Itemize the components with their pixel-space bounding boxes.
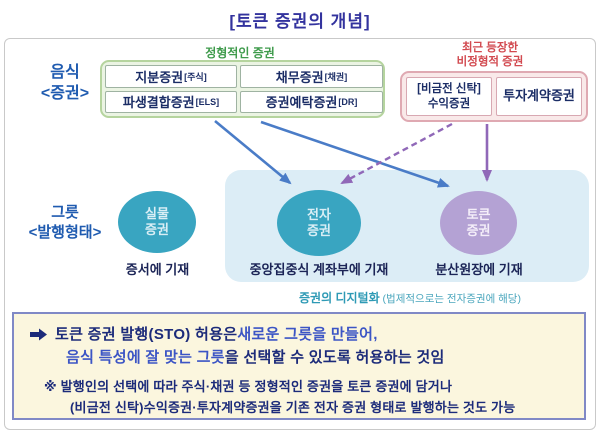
formal-item-name: 지분증권: [135, 69, 184, 85]
formal-item: 채무증권[채권]: [240, 65, 383, 88]
atypical-item-investment: 투자계약증권: [496, 77, 582, 116]
food-label-line1: 음식: [50, 64, 80, 81]
caption-physical: 증서에 기재: [125, 262, 190, 277]
circle-physical-security: 실물 증권: [118, 191, 196, 253]
summary-line2-highlight: 음식 특성에 잘 맞는 그릇: [66, 349, 225, 366]
summary-line-1: 토큰 증권 발행(STO) 허용은 새로운 그릇을 만들어,: [26, 323, 572, 346]
atypical-item-label: 투자계약증권: [503, 88, 575, 104]
right-arrow-icon: [30, 328, 47, 341]
formal-item-suffix: [채권]: [324, 71, 348, 82]
atypical-group: [비금전 신탁] 수익증권 투자계약증권: [400, 71, 588, 122]
summary-line1-navy: 토큰 증권 발행(STO) 허용은: [55, 326, 238, 343]
circle-physical-line1: 실물: [145, 206, 169, 222]
formal-item: 증권예탁증권[DR]: [240, 90, 383, 113]
note-line-2: (비금전 신탁)수익증권·투자계약증권을 기존 전자 증권 형태로 발행하는 것…: [70, 400, 516, 415]
formal-item-suffix: [ELS]: [195, 96, 220, 107]
formal-item-name: 증권예탁증권: [265, 95, 338, 111]
vessel-label-line2: <발행형태>: [28, 223, 102, 241]
circle-electronic-line1: 전자: [307, 207, 331, 223]
page-title: [토큰 증권의 개념]: [229, 12, 371, 31]
circle-token-line2: 증권: [466, 223, 491, 238]
circle-token-label: 토큰 증권: [467, 207, 491, 238]
food-label: 음식 <증권>: [20, 63, 110, 105]
digitalization-caption-rest: (법제적으로는 전자증권에 해당): [379, 293, 521, 305]
atypical-header-line1: 최근 등장한: [461, 42, 519, 54]
circle-electronic-line2: 증권: [307, 223, 331, 238]
circle-electronic-label: 전자 증권: [307, 207, 331, 238]
vessel-label-line1: 그릇: [51, 204, 79, 221]
note-line-1: ※ 발행인의 선택에 따라 주식·채권 등 정형적인 증권을 토큰 증권에 담거…: [44, 379, 453, 394]
circle-physical-label: 실물 증권: [145, 206, 169, 237]
circle-electronic-security: 전자 증권: [277, 190, 361, 256]
digitalization-caption: 증권의 디지털화 (법제적으로는 전자증권에 해당): [230, 289, 590, 307]
formal-item-name: 채무증권: [275, 69, 324, 85]
summary-line-2: 음식 특성에 잘 맞는 그릇 을 선택할 수 있도록 허용하는 것임: [66, 346, 572, 369]
circle-token-line1: 토큰: [466, 207, 491, 223]
caption-token: 분산원장에 기재: [435, 262, 523, 277]
atypical-item-beneficiary: [비금전 신탁] 수익증권: [406, 77, 492, 116]
formal-item: 파생결합증권[ELS]: [105, 90, 237, 113]
circle-physical-line2: 증권: [145, 222, 169, 237]
summary-box: 토큰 증권 발행(STO) 허용은 새로운 그릇을 만들어, 음식 특성에 잘 …: [12, 312, 586, 420]
formal-group-header: 정형적인 증권: [205, 46, 275, 60]
summary-notes: ※ 발행인의 선택에 따라 주식·채권 등 정형적인 증권을 토큰 증권에 담거…: [26, 376, 572, 418]
formal-item-name: 파생결합증권: [122, 95, 195, 111]
atypical-item-line2: 수익증권: [427, 97, 471, 110]
formal-item-suffix: [주식]: [184, 71, 207, 82]
formal-group: 지분증권[주식] 채무증권[채권] 파생결합증권[ELS] 증권예탁증권[DR]: [100, 60, 385, 118]
formal-item: 지분증권[주식]: [105, 65, 237, 88]
summary-line2-navy: 을 선택할 수 있도록 허용하는 것임: [224, 349, 445, 366]
summary-line1-highlight: 새로운 그릇을 만들어,: [237, 326, 378, 343]
circle-token-security: 토큰 증권: [440, 191, 517, 255]
atypical-header-line2: 비정형적 증권: [456, 56, 524, 69]
food-label-line2: <증권>: [40, 84, 90, 102]
atypical-group-header: 최근 등장한 비정형적 증권: [415, 41, 565, 70]
formal-item-suffix: [DR]: [338, 96, 358, 107]
atypical-item-line1: [비금전 신탁]: [417, 83, 481, 96]
digitalization-caption-bold: 증권의 디지털화: [299, 291, 380, 305]
vessel-label: 그릇 <발행형태>: [10, 203, 120, 242]
caption-electronic: 중앙집중식 계좌부에 기재: [249, 262, 389, 277]
